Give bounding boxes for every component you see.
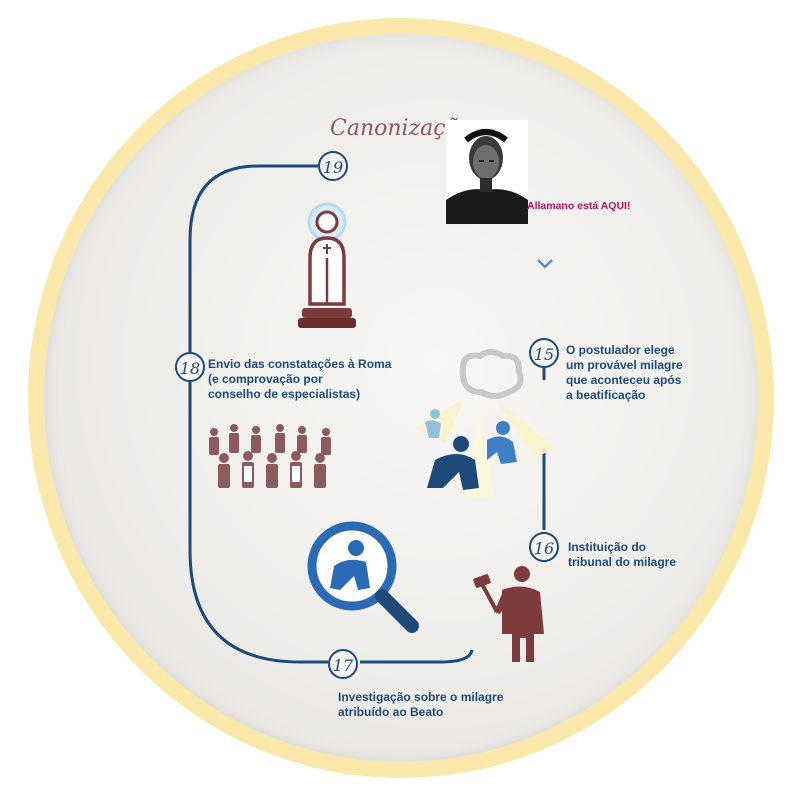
inner-disc [44,34,758,762]
step-18-badge: 18 [175,352,205,382]
step-15-badge: 15 [529,338,559,368]
experts-group-icon [209,424,331,488]
step-16-text: Instituição do tribunal do milagre [568,540,677,569]
step-19-badge: 19 [318,151,348,181]
chevron-down-icon [537,259,553,269]
step-17-badge: 17 [328,649,358,679]
portrait-photo [446,120,528,224]
allamano-callout: Allamano está AQUI! [527,200,631,212]
judge-gavel-icon [473,566,544,662]
step-16-badge: 16 [529,532,559,562]
magnifier-icon [307,521,419,633]
step-17-text: Investigação sobre o milagre atribuído a… [338,690,504,719]
praying-people-icon [415,349,555,498]
saint-statue-icon [298,202,356,328]
step-15-text: O postulador elege um provável milagre q… [566,343,683,402]
step-18-text: Envio das constatações à Roma (e comprov… [208,357,392,401]
